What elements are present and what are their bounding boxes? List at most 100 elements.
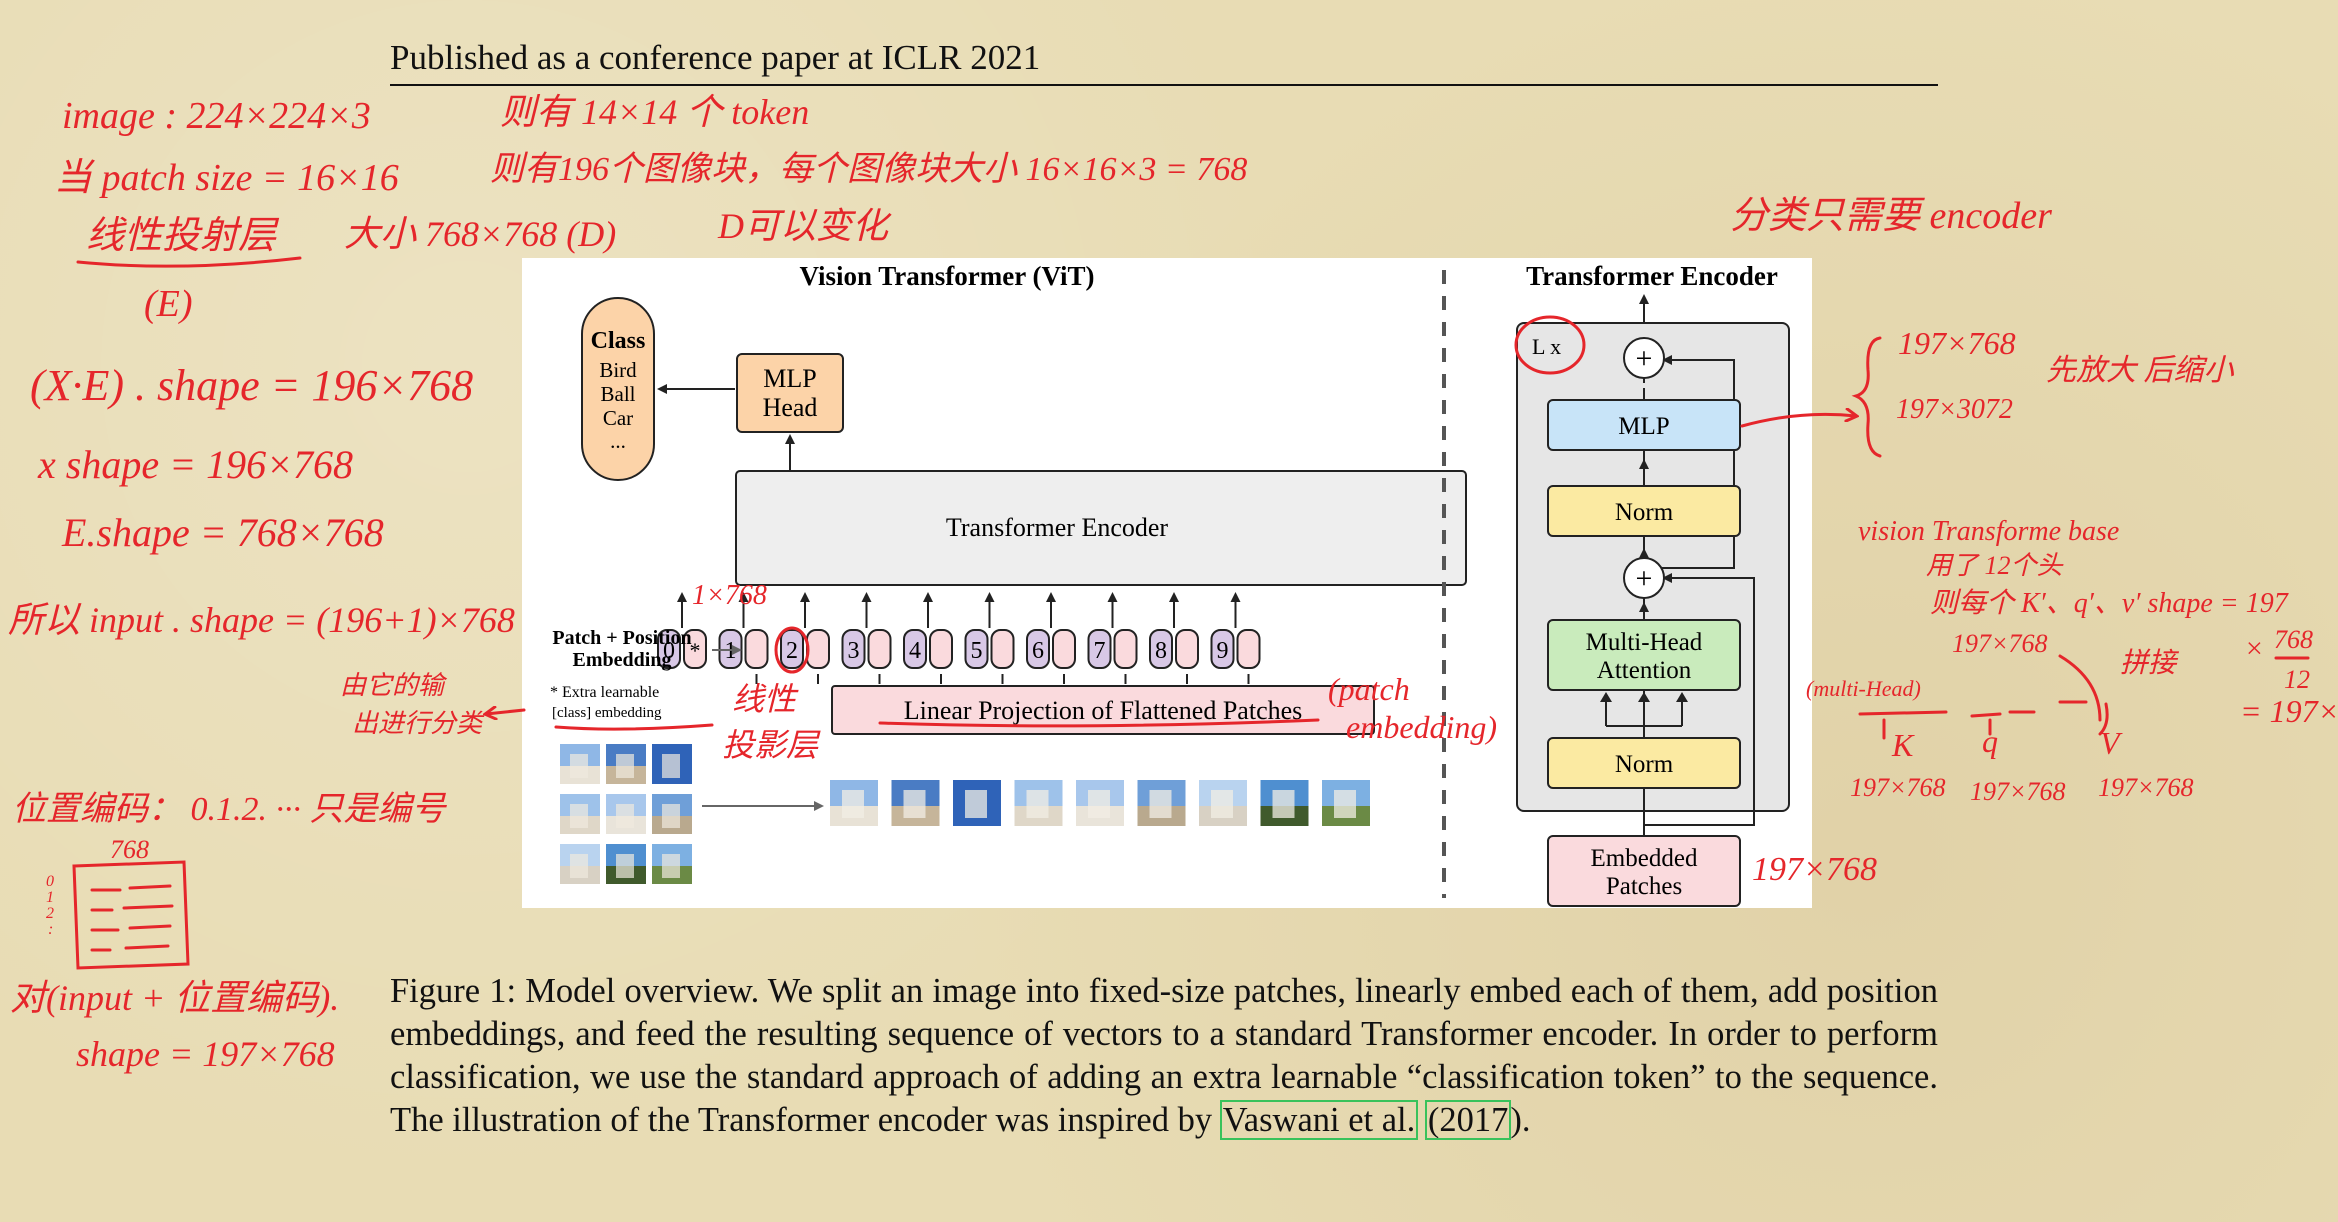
caption-text: Model overview. We split an image into f… — [390, 972, 1938, 1139]
caption-label: Figure 1: — [390, 972, 517, 1010]
class-item: Bird — [599, 358, 637, 382]
class-item: Ball — [601, 382, 636, 406]
token-position-label: 6 — [1032, 638, 1044, 664]
ann-kqv-letter: q — [1982, 723, 1998, 759]
mlp-head-line: Head — [763, 393, 818, 422]
ann-expand-shrink: 先放大 后缩小 — [2046, 354, 2234, 387]
embedded-patches: Embedded Patches — [1547, 835, 1741, 907]
transformer-encoder-box: Transformer Encoder — [735, 470, 1467, 586]
ann-mlp-dim: 197×768 — [1898, 325, 2016, 361]
ann-linear-layer2: 线性 — [732, 681, 799, 717]
token-position-label: 9 — [1217, 638, 1229, 664]
source-patch — [652, 844, 692, 884]
lx-label: L x — [1532, 334, 1561, 359]
reference-author-link[interactable]: Vaswani et al. — [1219, 1100, 1419, 1140]
ann-mini-row: 1 — [46, 889, 54, 906]
ann-d-variable: D可以变化 — [717, 206, 892, 246]
ann-kqv-shape: 197×768 — [1970, 777, 2066, 806]
ann-concat: 拼接 — [2120, 648, 2180, 679]
source-patch — [652, 744, 692, 784]
mha-label: Attention — [1597, 657, 1692, 684]
caption-end: ). — [1510, 1101, 1531, 1139]
token-6: 6 — [1026, 592, 1076, 684]
token-4: 4 — [903, 592, 953, 684]
patch-thumbnail — [1076, 780, 1124, 826]
ann-kqv-shape: 197×768 — [2098, 773, 2194, 802]
flattened-patch-row — [830, 780, 1370, 826]
ann-linear-layer: 线性投射层 — [86, 215, 280, 257]
token-row: 0*123456789 — [657, 592, 1261, 684]
patch-pos-label: Embedding — [573, 649, 672, 671]
ann-embedded-dims: 197×768 — [1752, 851, 1877, 888]
ann-sum-shape: shape = 197×768 — [76, 1034, 335, 1074]
residual-add-lower: + — [1623, 557, 1665, 599]
ann-mini-768: 768 — [110, 835, 149, 864]
mlp-head: MLP Head — [736, 353, 844, 433]
token-position-label: 2 — [786, 638, 798, 664]
class-box: Class Bird Ball Car ... — [581, 297, 655, 481]
ann-patch-embedding: (patch — [1328, 671, 1410, 707]
reference-year-link[interactable]: (2017 — [1424, 1100, 1512, 1140]
embedded-label: Patches — [1606, 873, 1682, 900]
transformer-encoder-label: Transformer Encoder — [946, 513, 1168, 542]
token-position-label: 4 — [909, 638, 921, 664]
source-patch — [606, 794, 646, 834]
plus-sign: + — [1636, 342, 1653, 375]
patch-thumbnail — [1014, 780, 1063, 826]
ann-token-1x768: 1×768 — [692, 580, 767, 611]
ann-patch-size: 当 patch size = 16×16 — [54, 157, 399, 199]
token-position-label: 5 — [971, 638, 983, 664]
embedded-label: Embedded — [1591, 845, 1698, 872]
token-position-label: 7 — [1094, 638, 1106, 664]
encoder-title: Transformer Encoder — [1526, 261, 1778, 291]
ann-sum-shape: 对(input + 位置编码). — [10, 978, 339, 1018]
token-3: 3 — [841, 592, 892, 684]
norm-block-lower: Norm — [1547, 737, 1741, 789]
source-patch — [606, 744, 646, 784]
ann-div: × — [2244, 632, 2264, 665]
ann-tokens14: 则有 14×14 个 token — [500, 92, 809, 132]
patch-thumbnail — [953, 780, 1001, 826]
ann-linear-size: 大小 768×768 (D) — [344, 214, 616, 254]
mha-label: Multi-Head — [1586, 629, 1703, 656]
patch-thumbnail — [830, 780, 878, 826]
vit-figure: Vision Transformer (ViT) Class Bird Ball… — [522, 258, 1812, 908]
ann-linear-layer2: 投影层 — [722, 727, 821, 763]
ann-pos-encoding: 位置编码： 0.1.2. ··· 只是编号 — [12, 791, 447, 828]
token-position-label: 8 — [1155, 638, 1167, 664]
token-8: 8 — [1149, 592, 1199, 684]
token-2: 2 — [780, 592, 830, 684]
token-7: 7 — [1087, 592, 1138, 684]
ann-cls-encoder: 分类只需要 encoder — [1730, 195, 2052, 237]
figure-caption: Figure 1: Model overview. We split an im… — [390, 970, 1938, 1142]
source-patch — [652, 794, 692, 834]
ann-e-shape: E.shape = 768×768 — [61, 510, 384, 555]
mlp-head-line: MLP — [763, 364, 816, 393]
source-patch — [560, 844, 600, 884]
ann-aux-note: 由它的输 — [340, 671, 448, 700]
page-header: Published as a conference paper at ICLR … — [390, 38, 1938, 86]
ann-aux-note: 出进行分类 — [352, 709, 485, 738]
patch-thumbnail — [1260, 780, 1309, 826]
ann-mini-row: 0 — [46, 873, 54, 890]
extra-note: * Extra learnable — [550, 684, 659, 701]
norm-block-upper: Norm — [1547, 485, 1741, 537]
mlp-label: MLP — [1618, 413, 1669, 440]
ann-mini-row: : — [48, 921, 53, 938]
patch-thumbnail — [1322, 780, 1370, 826]
ann-kqv-letter: V — [2100, 725, 2123, 761]
patch-pos-label: Patch + Position — [552, 627, 691, 649]
class-item: ... — [610, 429, 626, 453]
ann-patch-embedding: embedding) — [1346, 709, 1497, 745]
ann-kqv-each: 则每个 K′、q′、v′ shape = 197 — [1930, 588, 2289, 619]
token-5: 5 — [964, 592, 1015, 684]
class-item: Car — [603, 406, 633, 430]
vit-title: Vision Transformer (ViT) — [800, 261, 1095, 291]
ann-xe-shape: (X·E) . shape = 196×768 — [30, 361, 473, 410]
token-position-label: 0 — [663, 638, 675, 664]
token-0: 0* — [657, 592, 707, 669]
linear-projection-label: Linear Projection of Flattened Patches — [904, 696, 1303, 725]
ann-mini-row: 2 — [46, 905, 54, 922]
source-patch — [606, 844, 646, 884]
